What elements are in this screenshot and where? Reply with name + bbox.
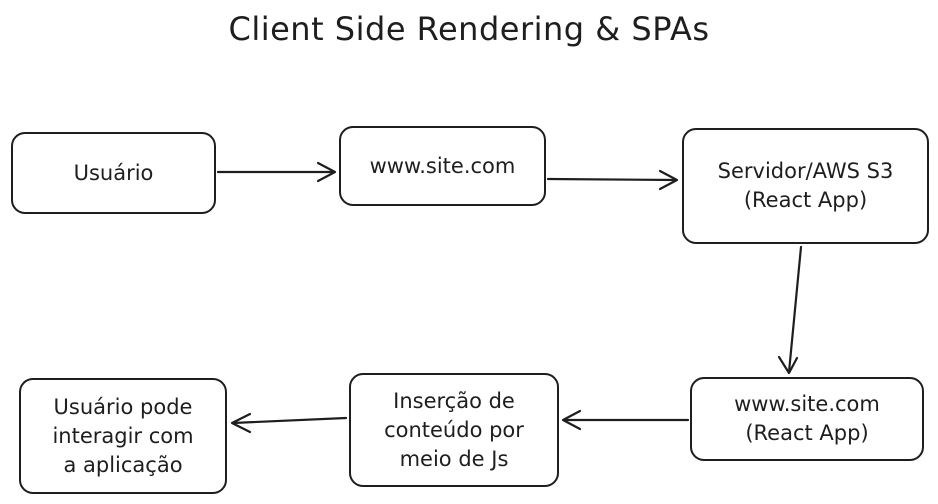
node-site-react-app-label: www.site.com (React App) <box>734 392 880 445</box>
node-usuario-interagir: Usuário pode interagir com a aplicação <box>19 378 227 494</box>
node-site: www.site.com <box>339 126 546 206</box>
node-usuario: Usuário <box>11 132 216 214</box>
diagram-title: Client Side Rendering & SPAs <box>228 10 710 48</box>
node-servidor-aws-label: Servidor/AWS S3 (React App) <box>717 159 894 212</box>
node-insercao-conteudo-label: Inserção de conteúdo por meio de Js <box>384 388 524 471</box>
edge-insercao-to-interagir <box>230 412 348 434</box>
node-servidor-aws: Servidor/AWS S3 (React App) <box>682 128 929 244</box>
edge-reactapp-to-insercao <box>561 409 690 431</box>
node-site-label: www.site.com <box>369 153 516 178</box>
node-usuario-label: Usuário <box>73 160 154 185</box>
node-usuario-interagir-label: Usuário pode interagir com a aplicação <box>52 394 194 477</box>
node-site-react-app: www.site.com (React App) <box>690 377 924 461</box>
edge-servidor-to-reactapp <box>777 245 803 375</box>
node-insercao-conteudo: Inserção de conteúdo por meio de Js <box>349 373 559 487</box>
edge-usuario-to-site <box>216 161 337 183</box>
edge-site-to-servidor <box>546 169 679 191</box>
